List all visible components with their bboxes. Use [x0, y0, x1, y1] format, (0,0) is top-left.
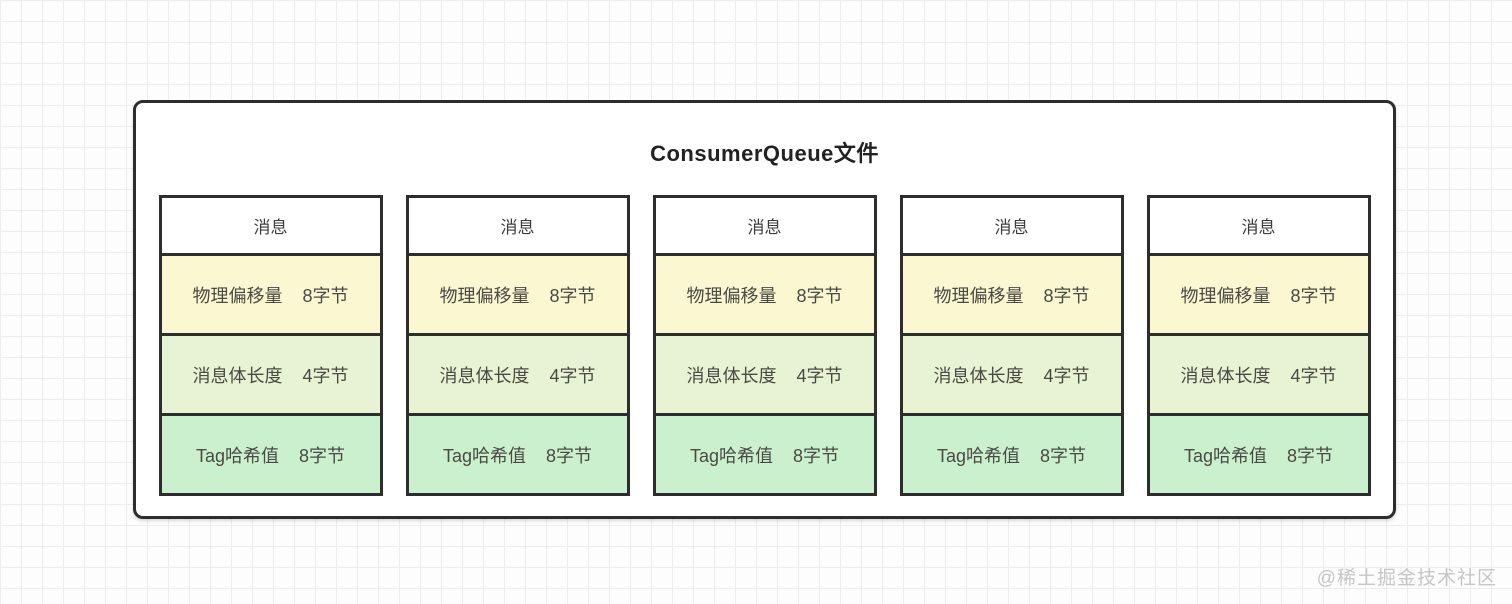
- field-size: 4字节: [302, 365, 349, 386]
- physical-offset-cell: 物理偏移量 8字节: [655, 253, 874, 333]
- body-length-cell: 消息体长度 4字节: [902, 333, 1121, 413]
- field-label: 消息体长度: [686, 365, 777, 386]
- field-size: 8字节: [1040, 445, 1087, 466]
- field-size: 4字节: [549, 365, 596, 386]
- tag-hash-cell: Tag哈希值 8字节: [655, 413, 874, 493]
- message-header-cell: 消息: [902, 198, 1121, 253]
- physical-offset-cell: 物理偏移量 8字节: [161, 253, 380, 333]
- field-label: Tag哈希值: [1183, 445, 1267, 466]
- body-length-cell: 消息体长度 4字节: [1149, 333, 1368, 413]
- field-size: 4字节: [796, 365, 843, 386]
- field-size: 8字节: [796, 285, 843, 306]
- tag-hash-cell: Tag哈希值 8字节: [1149, 413, 1368, 493]
- message-entry-3: 消息 物理偏移量 8字节 消息体长度 4字节 Tag哈希值 8字节: [652, 195, 877, 496]
- field-label: Tag哈希值: [936, 445, 1020, 466]
- field-size: 8字节: [1043, 285, 1090, 306]
- message-entry-4: 消息 物理偏移量 8字节 消息体长度 4字节 Tag哈希值 8字节: [899, 195, 1124, 496]
- message-entry-1: 消息 物理偏移量 8字节 消息体长度 4字节 Tag哈希值 8字节: [158, 195, 383, 496]
- field-size: 8字节: [299, 445, 346, 466]
- message-columns: 消息 物理偏移量 8字节 消息体长度 4字节 Tag哈希值 8字节 消息 物理偏移量 8…: [156, 195, 1373, 496]
- field-label: 物理偏移量: [933, 285, 1024, 306]
- field-label: 消息体长度: [439, 365, 530, 386]
- physical-offset-cell: 物理偏移量 8字节: [902, 253, 1121, 333]
- body-length-cell: 消息体长度 4字节: [161, 333, 380, 413]
- message-entry-2: 消息 物理偏移量 8字节 消息体长度 4字节 Tag哈希值 8字节: [405, 195, 630, 496]
- panel-title: ConsumerQueue文件: [650, 141, 879, 166]
- message-header-cell: 消息: [1149, 198, 1368, 253]
- message-entry-5: 消息 物理偏移量 8字节 消息体长度 4字节 Tag哈希值 8字节: [1146, 195, 1371, 496]
- field-label: Tag哈希值: [689, 445, 773, 466]
- field-size: 4字节: [1043, 365, 1090, 386]
- field-label: 物理偏移量: [1180, 285, 1271, 306]
- physical-offset-cell: 物理偏移量 8字节: [1149, 253, 1368, 333]
- message-header-cell: 消息: [161, 198, 380, 253]
- field-label: 物理偏移量: [439, 285, 530, 306]
- field-label: 消息体长度: [192, 365, 283, 386]
- field-size: 8字节: [793, 445, 840, 466]
- message-header-cell: 消息: [655, 198, 874, 253]
- body-length-cell: 消息体长度 4字节: [408, 333, 627, 413]
- field-size: 4字节: [1290, 365, 1337, 386]
- field-size: 8字节: [1287, 445, 1334, 466]
- field-size: 8字节: [546, 445, 593, 466]
- field-label: Tag哈希值: [195, 445, 279, 466]
- message-header-cell: 消息: [408, 198, 627, 253]
- field-label: 消息体长度: [1180, 365, 1271, 386]
- field-label: 物理偏移量: [192, 285, 283, 306]
- tag-hash-cell: Tag哈希值 8字节: [902, 413, 1121, 493]
- field-size: 8字节: [1290, 285, 1337, 306]
- physical-offset-cell: 物理偏移量 8字节: [408, 253, 627, 333]
- tag-hash-cell: Tag哈希值 8字节: [161, 413, 380, 493]
- field-label: Tag哈希值: [442, 445, 526, 466]
- field-label: 消息体长度: [933, 365, 1024, 386]
- field-size: 8字节: [549, 285, 596, 306]
- body-length-cell: 消息体长度 4字节: [655, 333, 874, 413]
- field-size: 8字节: [302, 285, 349, 306]
- consumerqueue-file-panel: ConsumerQueue文件 消息 物理偏移量 8字节 消息体长度 4字节 Tag…: [133, 100, 1396, 519]
- field-label: 物理偏移量: [686, 285, 777, 306]
- juejin-watermark: @稀土掘金技术社区: [1316, 568, 1497, 589]
- tag-hash-cell: Tag哈希值 8字节: [408, 413, 627, 493]
